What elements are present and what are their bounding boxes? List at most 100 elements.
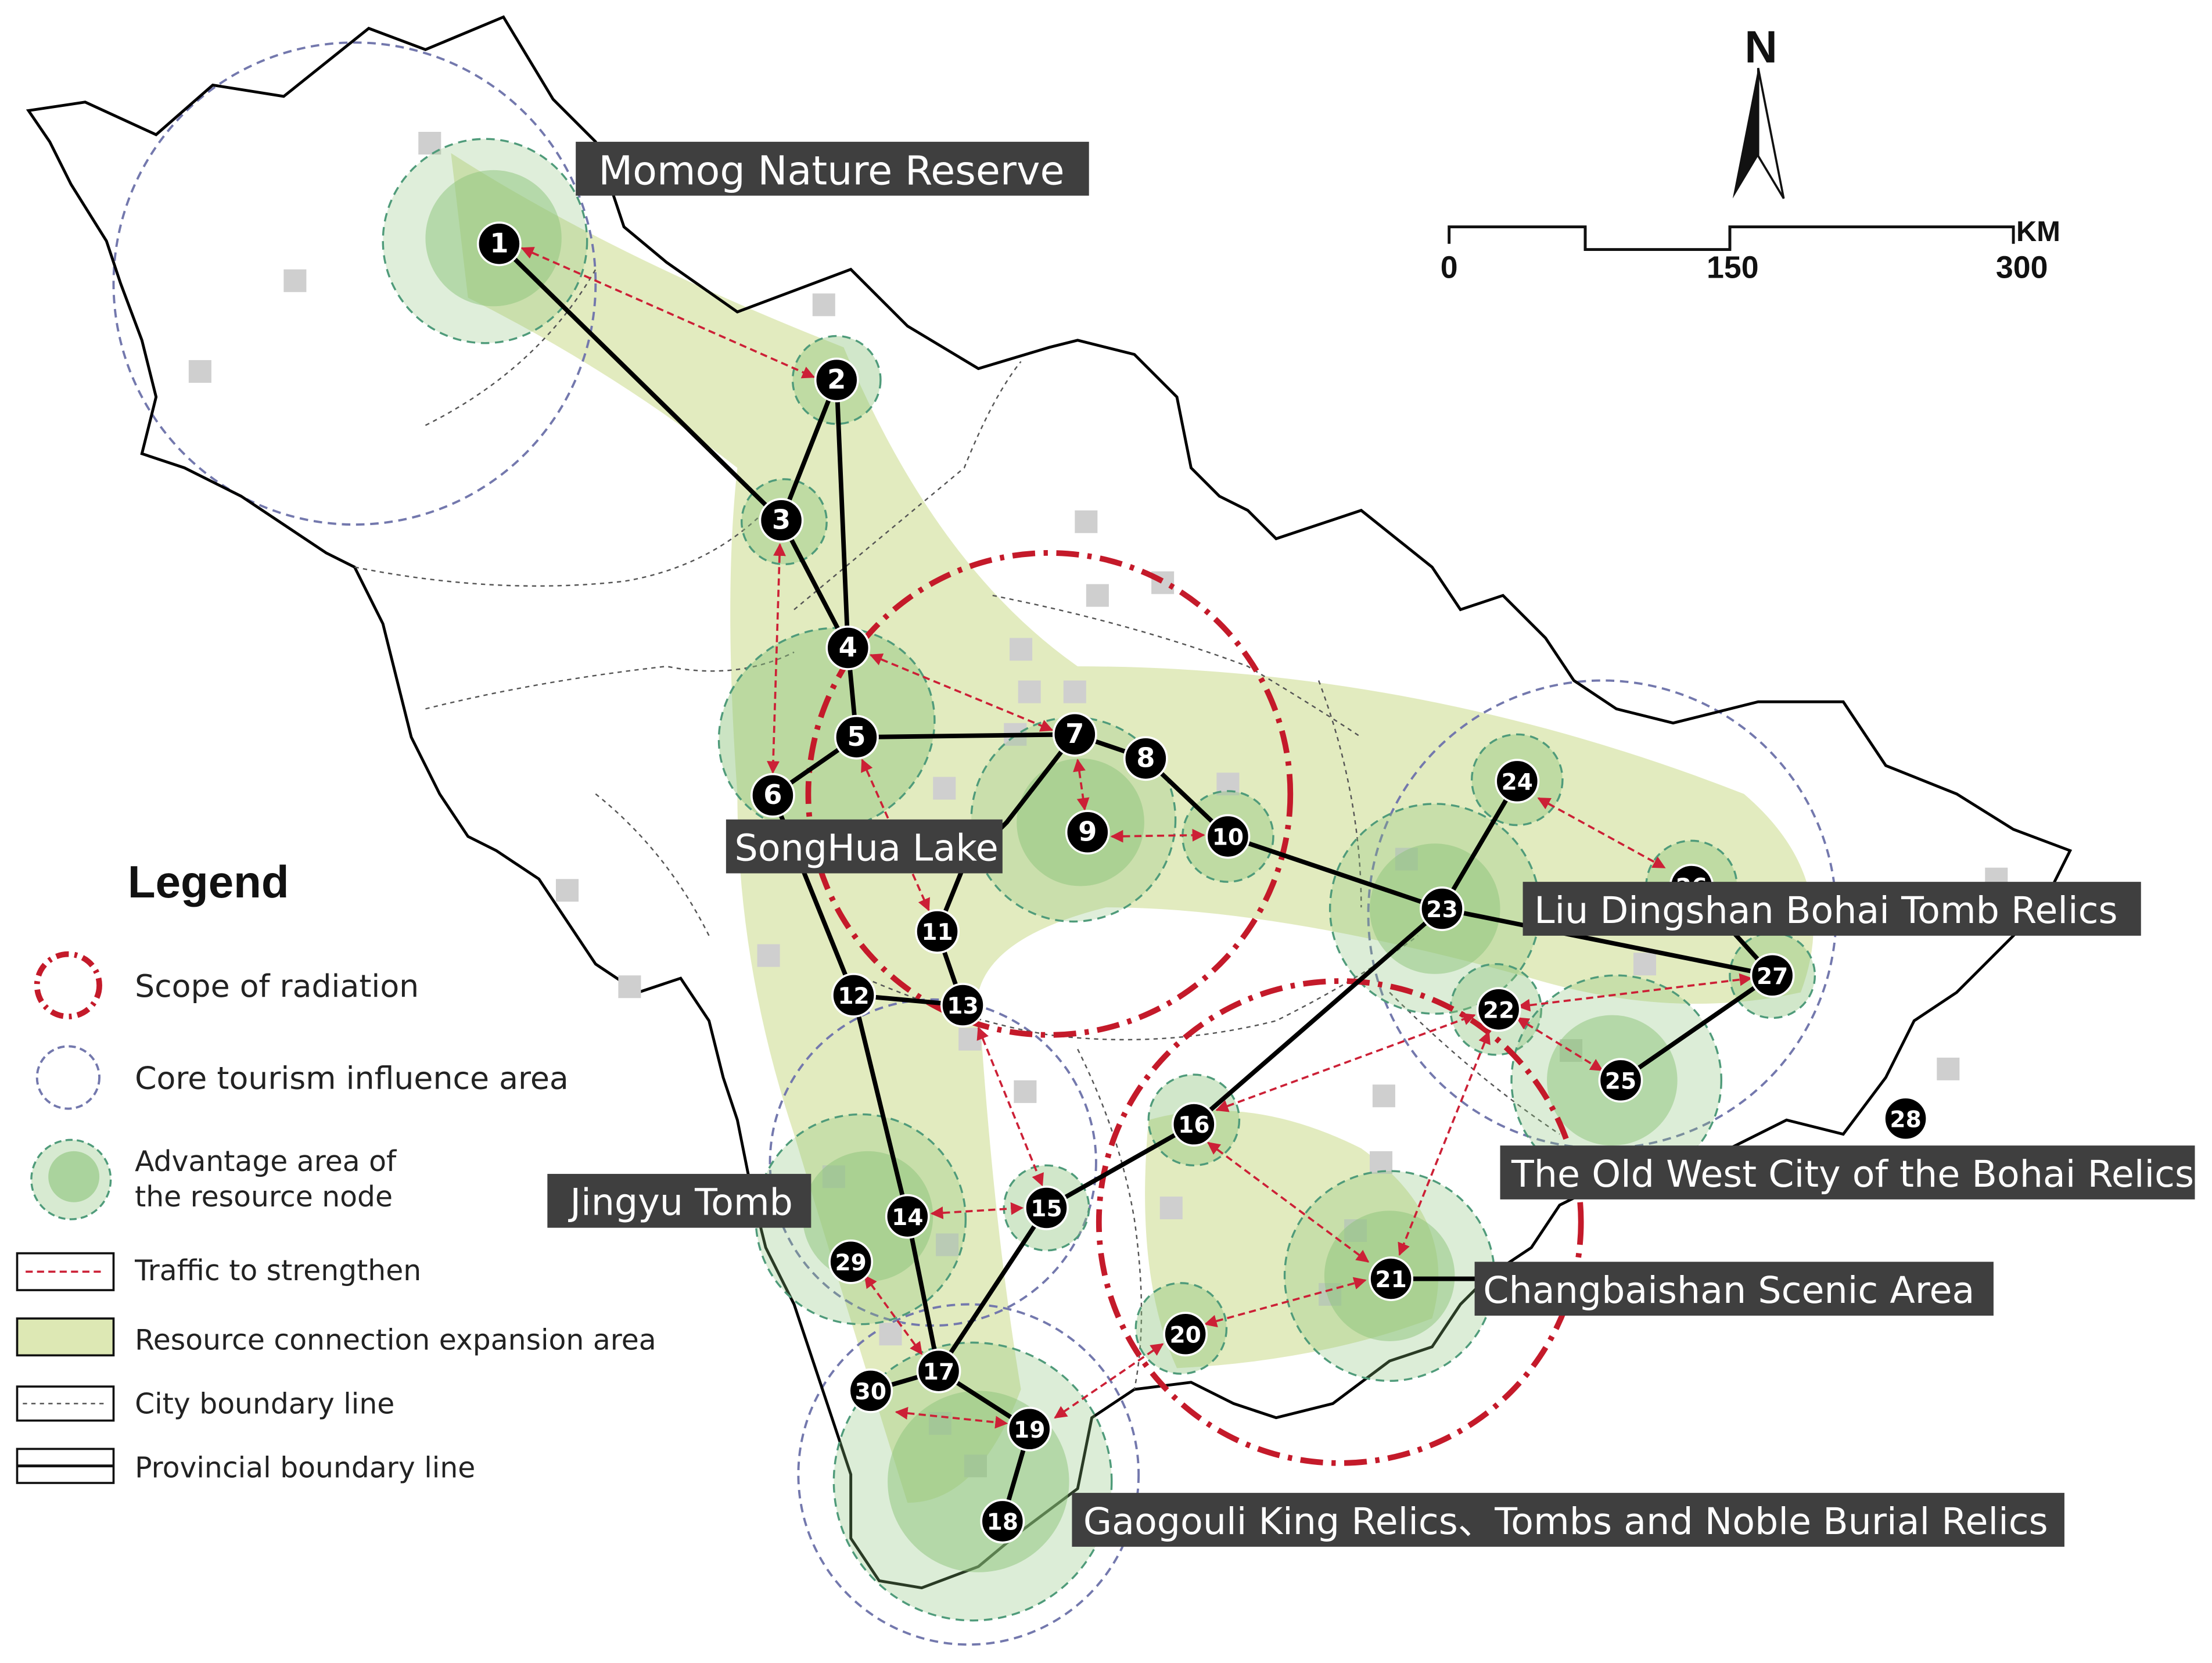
node-28: 28: [1883, 1096, 1929, 1141]
area-label-changbaishan-text: Changbaishan Scenic Area: [1483, 1269, 1974, 1312]
node-marker-30: [848, 1368, 893, 1413]
node-label-25: 25: [1605, 1068, 1636, 1094]
node-label-9: 9: [1078, 816, 1097, 847]
node-15: 15: [1024, 1186, 1069, 1230]
node-29: 29: [828, 1239, 874, 1284]
node-marker-12: [831, 972, 876, 1018]
expansion-area-icon: [16, 1317, 115, 1357]
node-18: 18: [980, 1499, 1025, 1544]
node-3: 3: [759, 498, 804, 543]
node-marker-28: [1883, 1096, 1929, 1141]
node-label-12: 12: [838, 983, 869, 1010]
scale-tick-1: 150: [1707, 250, 1759, 285]
node-21: 21: [1369, 1256, 1414, 1301]
node-marker-18: [980, 1499, 1025, 1544]
node-13: 13: [940, 983, 985, 1028]
node-12: 12: [831, 972, 876, 1018]
node-7: 7: [1052, 712, 1097, 757]
area-label-momog: Momog Nature Reserve: [576, 142, 1089, 196]
node-label-1: 1: [490, 227, 508, 258]
node-1: 1: [476, 221, 522, 267]
node-23: 23: [1420, 886, 1464, 931]
north-label: N: [1744, 21, 1777, 72]
node-marker-23: [1420, 886, 1464, 931]
node-10: 10: [1205, 814, 1251, 859]
traffic-routes: [520, 247, 1753, 1429]
node-label-17: 17: [923, 1359, 954, 1385]
advantage-area-icon: [30, 1138, 112, 1220]
legend-title: Legend: [128, 856, 289, 907]
node-marker-27: [1750, 953, 1795, 998]
node-20: 20: [1163, 1312, 1208, 1357]
area-label-jingyu: Jingyu Tomb: [547, 1173, 811, 1228]
scale-bar: KM 0 150 300: [1441, 216, 2060, 285]
legend: Legend Scope of radiation Core tourism i…: [16, 856, 656, 1484]
node-marker-10: [1205, 814, 1251, 859]
node-marker-2: [814, 357, 859, 403]
legend-label-1: Core tourism influence area: [135, 1059, 569, 1096]
area-label-oldwest: The Old West City of the Bohai Relics: [1500, 1145, 2195, 1199]
area-label-gaogouli-text: Gaogouli King Relics、Tombs and Noble Bur…: [1083, 1500, 2048, 1543]
legend-label-5: City boundary line: [135, 1387, 394, 1420]
area-label-songhua-text: SongHua Lake: [735, 827, 999, 870]
legend-label-2: Advantage area of the resource node: [135, 1145, 405, 1213]
node-6: 6: [750, 773, 795, 818]
north-arrow-icon: [1732, 68, 1758, 199]
node-marker-13: [940, 983, 985, 1028]
node-marker-24: [1495, 759, 1540, 804]
node-8: 8: [1123, 736, 1168, 781]
node-marker-4: [825, 625, 871, 670]
node-27: 27: [1750, 953, 1795, 998]
node-marker-9: [1065, 810, 1110, 855]
node-2: 2: [814, 357, 859, 403]
node-label-2: 2: [827, 364, 846, 395]
node-label-14: 14: [892, 1205, 923, 1231]
node-4: 4: [825, 625, 871, 670]
node-label-29: 29: [835, 1250, 866, 1276]
area-label-jingyu-text: Jingyu Tomb: [568, 1181, 793, 1224]
core-influence-icon: [35, 1045, 101, 1110]
area-label-songhua: SongHua Lake: [726, 819, 1003, 874]
area-label-oldwest-text: The Old West City of the Bohai Relics: [1511, 1152, 2194, 1195]
node-label-6: 6: [763, 779, 782, 810]
node-marker-14: [885, 1194, 930, 1239]
node-marker-6: [750, 773, 795, 818]
node-marker-5: [834, 714, 879, 760]
provincial-boundary: [26, 15, 2073, 1590]
core-area-jingyu: [769, 998, 1097, 1327]
node-label-5: 5: [847, 721, 866, 752]
node-label-27: 27: [1757, 964, 1788, 990]
node-marker-22: [1476, 987, 1521, 1032]
node-30: 30: [848, 1368, 893, 1413]
node-label-10: 10: [1212, 825, 1244, 851]
node-17: 17: [916, 1348, 961, 1393]
node-marker-29: [828, 1239, 874, 1284]
north-arrow: N: [1732, 21, 1785, 199]
node-marker-8: [1123, 736, 1168, 781]
node-14: 14: [885, 1194, 930, 1239]
node-marker-21: [1369, 1256, 1414, 1301]
node-marker-15: [1024, 1186, 1069, 1230]
area-label-gaogouli: Gaogouli King Relics、Tombs and Noble Bur…: [1072, 1493, 2064, 1547]
node-label-13: 13: [947, 993, 978, 1019]
scale-tick-0: 0: [1441, 250, 1458, 285]
node-marker-1: [476, 221, 522, 267]
scale-tick-2: 300: [1996, 250, 2048, 285]
radiation-scope-changbaishan: [1096, 978, 1584, 1466]
node-label-30: 30: [855, 1379, 886, 1405]
node-marker-11: [915, 909, 960, 954]
area-label-liudingshan: Liu Dingshan Bohai Tomb Relics: [1522, 882, 2141, 936]
node-label-3: 3: [772, 504, 791, 535]
node-label-20: 20: [1170, 1322, 1201, 1348]
legend-label-3: Traffic to strengthen: [134, 1254, 421, 1287]
node-label-4: 4: [839, 631, 857, 663]
node-9: 9: [1065, 810, 1110, 855]
node-25: 25: [1598, 1058, 1643, 1103]
node-label-11: 11: [921, 920, 953, 946]
node-label-22: 22: [1483, 997, 1514, 1023]
node-marker-25: [1598, 1058, 1643, 1103]
node-label-19: 19: [1014, 1417, 1045, 1443]
node-label-16: 16: [1178, 1112, 1209, 1138]
radiation-scope-songhua: [805, 550, 1294, 1038]
